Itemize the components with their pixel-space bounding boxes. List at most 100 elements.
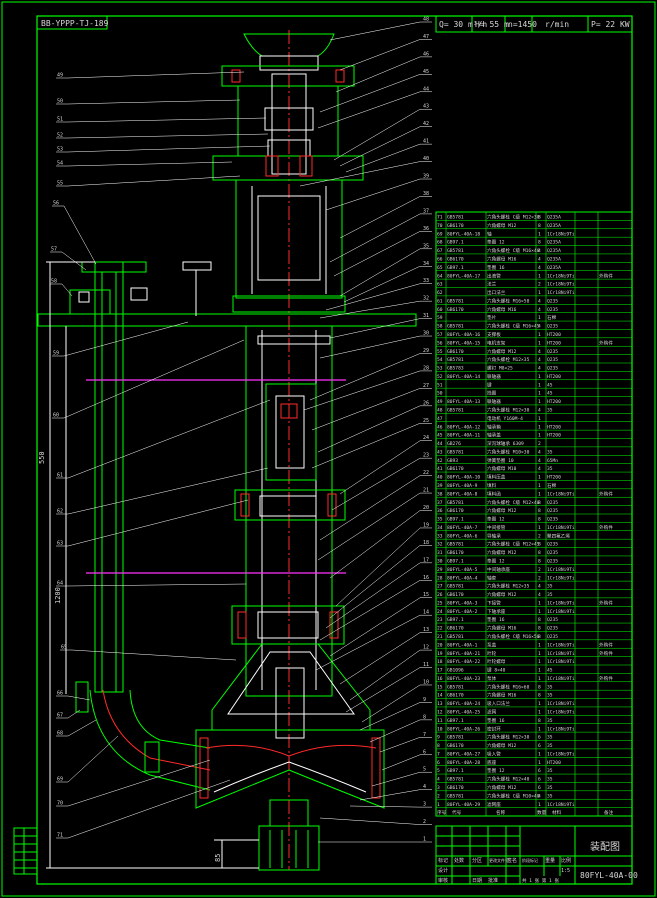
bom-cell-code: 80FYL-40A-24 — [447, 701, 480, 707]
bom-cell-mat: Q235A — [547, 265, 561, 271]
bom-cell-mat: Q235A — [547, 223, 561, 229]
leader-line — [361, 684, 421, 723]
balloon-label: 24 — [423, 435, 429, 441]
balloon-label: 16 — [423, 575, 429, 581]
bom-header-code: 代号 — [452, 809, 462, 816]
bom-cell-name: 叶轮 — [487, 650, 497, 657]
bom-header-name: 名称 — [496, 809, 506, 816]
bom-cell-mat: 1Cr18Ni9Ti — [547, 567, 575, 573]
svg-text:P= 22 KW: P= 22 KW — [591, 20, 630, 29]
bom-cell-code: GB6170 — [447, 508, 464, 514]
bom-cell-mat: 45 — [547, 382, 553, 388]
bom-cell-code: GB5781 — [447, 735, 464, 741]
bom-cell-name: 六角头螺栓 C级 M12×40 — [487, 499, 540, 506]
bom-cell-qty: 1 — [538, 290, 541, 296]
balloon-label-left: 52 — [57, 133, 63, 139]
balloon-label: 26 — [423, 400, 429, 406]
p-label: P= — [591, 20, 601, 29]
bom-cell-qty: 1 — [538, 491, 541, 497]
leader-line — [329, 318, 421, 339]
bom-cell-code: GB5781 — [447, 215, 464, 221]
bom-cell-note: 外购件 — [599, 272, 613, 279]
bom-cell-name: 联轴器 — [487, 373, 501, 380]
balloon-label-left: 63 — [57, 541, 63, 547]
leader-line-left — [67, 117, 267, 123]
leader-line-left — [67, 161, 233, 167]
bom-cell-qty: 8 — [538, 215, 541, 221]
bom-cell-code: 80FYL-40A-27 — [447, 751, 480, 757]
bom-cell-code: 80FYL-40A-7 — [447, 525, 478, 531]
bom-cell-code: GB6170 — [447, 550, 464, 556]
bom-cell-no: 38 — [437, 491, 443, 497]
bom-cell-name: 挡圈 — [487, 390, 497, 397]
balloon-label: 41 — [423, 139, 429, 145]
leader-line — [359, 789, 421, 801]
bom-cell-name: 泵体 — [487, 675, 497, 682]
bom-cell-no: 47 — [437, 416, 443, 422]
bom-cell-code: GB97.1 — [447, 558, 464, 564]
bom-cell-mat: HT200 — [547, 399, 561, 405]
bom-cell-name: 六角螺母 M16 — [487, 625, 517, 632]
bom-cell-mat: 石棉 — [547, 314, 557, 321]
balloon-label-left: 57 — [51, 247, 57, 253]
leader-line — [335, 527, 421, 607]
bom-cell-code: GB97.1 — [447, 265, 464, 271]
leader-line — [303, 370, 421, 411]
bom-cell-qty: 4 — [538, 349, 541, 355]
bom-cell-mat: Q235 — [547, 634, 558, 640]
bom-cell-qty: 4 — [538, 265, 541, 271]
bom-cell-code: 80FYL-40A-18 — [447, 231, 480, 237]
leader-line — [381, 754, 421, 771]
bom-cell-mat: Q235 — [547, 500, 558, 506]
bom-cell-mat: Q235 — [547, 307, 558, 313]
bom-cell-mat: HT200 — [547, 760, 561, 766]
bom-cell-code: 80FYL-40A-25 — [447, 709, 480, 715]
bom-cell-name: 六角螺母 M16 — [487, 306, 517, 313]
bom-cell-code: GB5781 — [447, 449, 464, 455]
balloon-label: 39 — [423, 174, 429, 180]
leader-line-left — [67, 145, 271, 153]
bom-cell-name: 六角头螺栓 C级 M16×40 — [487, 247, 540, 254]
balloon-label: 27 — [423, 383, 429, 389]
bom-header-mat: 材料 — [552, 809, 562, 816]
bom-cell-no: 60 — [437, 307, 443, 313]
bom-cell-code: GB93 — [447, 458, 458, 464]
bom-cell-no: 1 — [437, 802, 440, 808]
leader-line — [349, 805, 421, 808]
bom-cell-name: 底座 — [487, 759, 497, 766]
bom-cell-qty: 6 — [538, 735, 541, 741]
bom-cell-code: GB5781 — [447, 298, 464, 304]
balloon-label: 45 — [423, 69, 429, 75]
leader-line — [317, 405, 421, 453]
leader-line-left — [63, 339, 245, 419]
bom-cell-mat: Q235 — [547, 349, 558, 355]
bom-cell-mat: 1Cr18Ni9Ti — [547, 802, 575, 808]
bom-cell-mat: Q235A — [547, 248, 561, 254]
bom-cell-qty: 4 — [538, 793, 541, 799]
balloon-label: 18 — [423, 540, 429, 546]
balloon-label-left: 71 — [57, 833, 63, 839]
bom-cell-name: 垫圈 12 — [487, 516, 505, 523]
bom-cell-no: 57 — [437, 332, 443, 338]
tb-weight: 重量 — [545, 857, 555, 864]
balloon-label: 40 — [423, 156, 429, 162]
bom-cell-note: 外购件 — [599, 339, 613, 346]
leader-line — [319, 74, 421, 113]
bom-cell-mat: Q235 — [547, 542, 558, 548]
bom-cell-qty: 4 — [538, 307, 541, 313]
leader-line — [349, 649, 421, 701]
balloon-label: 32 — [423, 296, 429, 302]
balloon-label: 10 — [423, 679, 429, 685]
balloon-label: 28 — [423, 365, 429, 371]
bom-cell-name: 键 8×40 — [487, 667, 506, 674]
n-label: n= — [508, 20, 518, 29]
leader-line — [339, 39, 421, 71]
balloon-label: 15 — [423, 592, 429, 598]
tb-scale: 1:5 — [561, 868, 570, 874]
n-value: 1450 — [518, 20, 537, 29]
bom-cell-name: 深沟球轴承 6309 — [487, 440, 524, 447]
bom-cell-code: 80FYL-40A-5 — [447, 567, 478, 573]
bom-cell-code: 80FYL-40A-10 — [447, 475, 480, 481]
bom-cell-qty: 4 — [538, 458, 541, 464]
bom-cell-name: 六角头螺栓 M12×30 — [487, 406, 530, 413]
